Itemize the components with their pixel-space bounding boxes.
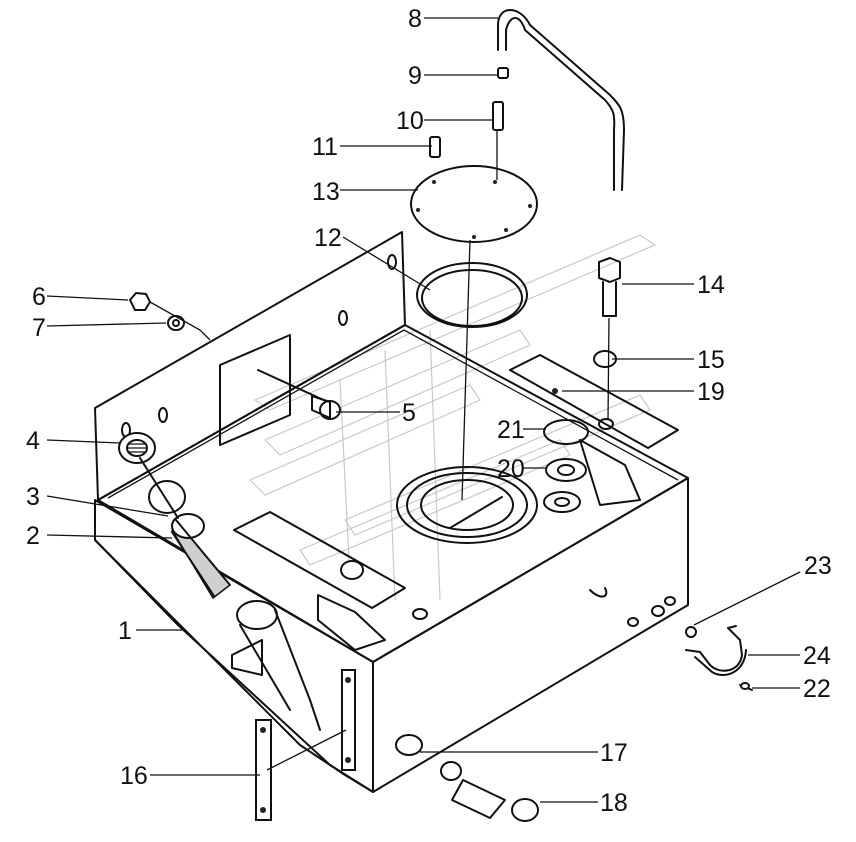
callout-11: 11 [312, 133, 338, 161]
callout-20: 20 [497, 455, 525, 483]
gasket-12 [416, 262, 528, 328]
callout-6: 6 [32, 283, 46, 311]
callout-24: 24 [803, 642, 831, 670]
callout-4: 4 [26, 427, 40, 455]
callout-labels: 8 9 10 11 13 12 14 15 19 21 20 5 6 7 4 3… [26, 5, 832, 817]
strap-bars [255, 669, 356, 821]
drain-plug [395, 734, 539, 822]
side-bracket [509, 354, 679, 506]
leader-lines [46, 17, 801, 803]
callout-16: 16 [120, 762, 148, 790]
callout-10: 10 [396, 107, 424, 135]
strainer-assembly [139, 457, 232, 600]
callout-23: 23 [804, 552, 832, 580]
outlet-pipe [231, 600, 321, 731]
callout-12: 12 [314, 224, 342, 252]
callout-7: 7 [32, 314, 46, 342]
side-fittings [589, 587, 676, 627]
seal-parts [543, 388, 589, 513]
callout-17: 17 [600, 739, 628, 767]
watermark-logo [248, 234, 657, 601]
callout-19: 19 [697, 378, 725, 406]
cover-plate-13 [410, 165, 538, 243]
tank-opening [396, 466, 538, 544]
callout-13: 13 [312, 178, 340, 206]
callout-18: 18 [600, 789, 628, 817]
bolt-part [257, 369, 341, 420]
axis-line [461, 239, 471, 501]
callout-3: 3 [26, 483, 40, 511]
callout-21: 21 [497, 416, 525, 444]
callout-2: 2 [26, 522, 40, 550]
bolt-14 [593, 257, 621, 421]
callout-9: 9 [408, 62, 422, 90]
callout-22: 22 [803, 675, 831, 703]
callout-8: 8 [408, 5, 422, 33]
filler-cap [118, 432, 156, 464]
callout-1: 1 [118, 617, 132, 645]
breather-pipe [497, 9, 625, 191]
tank-body [94, 231, 689, 793]
callout-15: 15 [697, 346, 725, 374]
hose-clamp [685, 625, 753, 691]
fittings [429, 67, 509, 158]
callout-14: 14 [697, 271, 725, 299]
nut-washer [128, 291, 185, 331]
callout-5: 5 [402, 399, 416, 427]
back-wall-details [121, 254, 397, 446]
mount-plate [233, 511, 428, 651]
